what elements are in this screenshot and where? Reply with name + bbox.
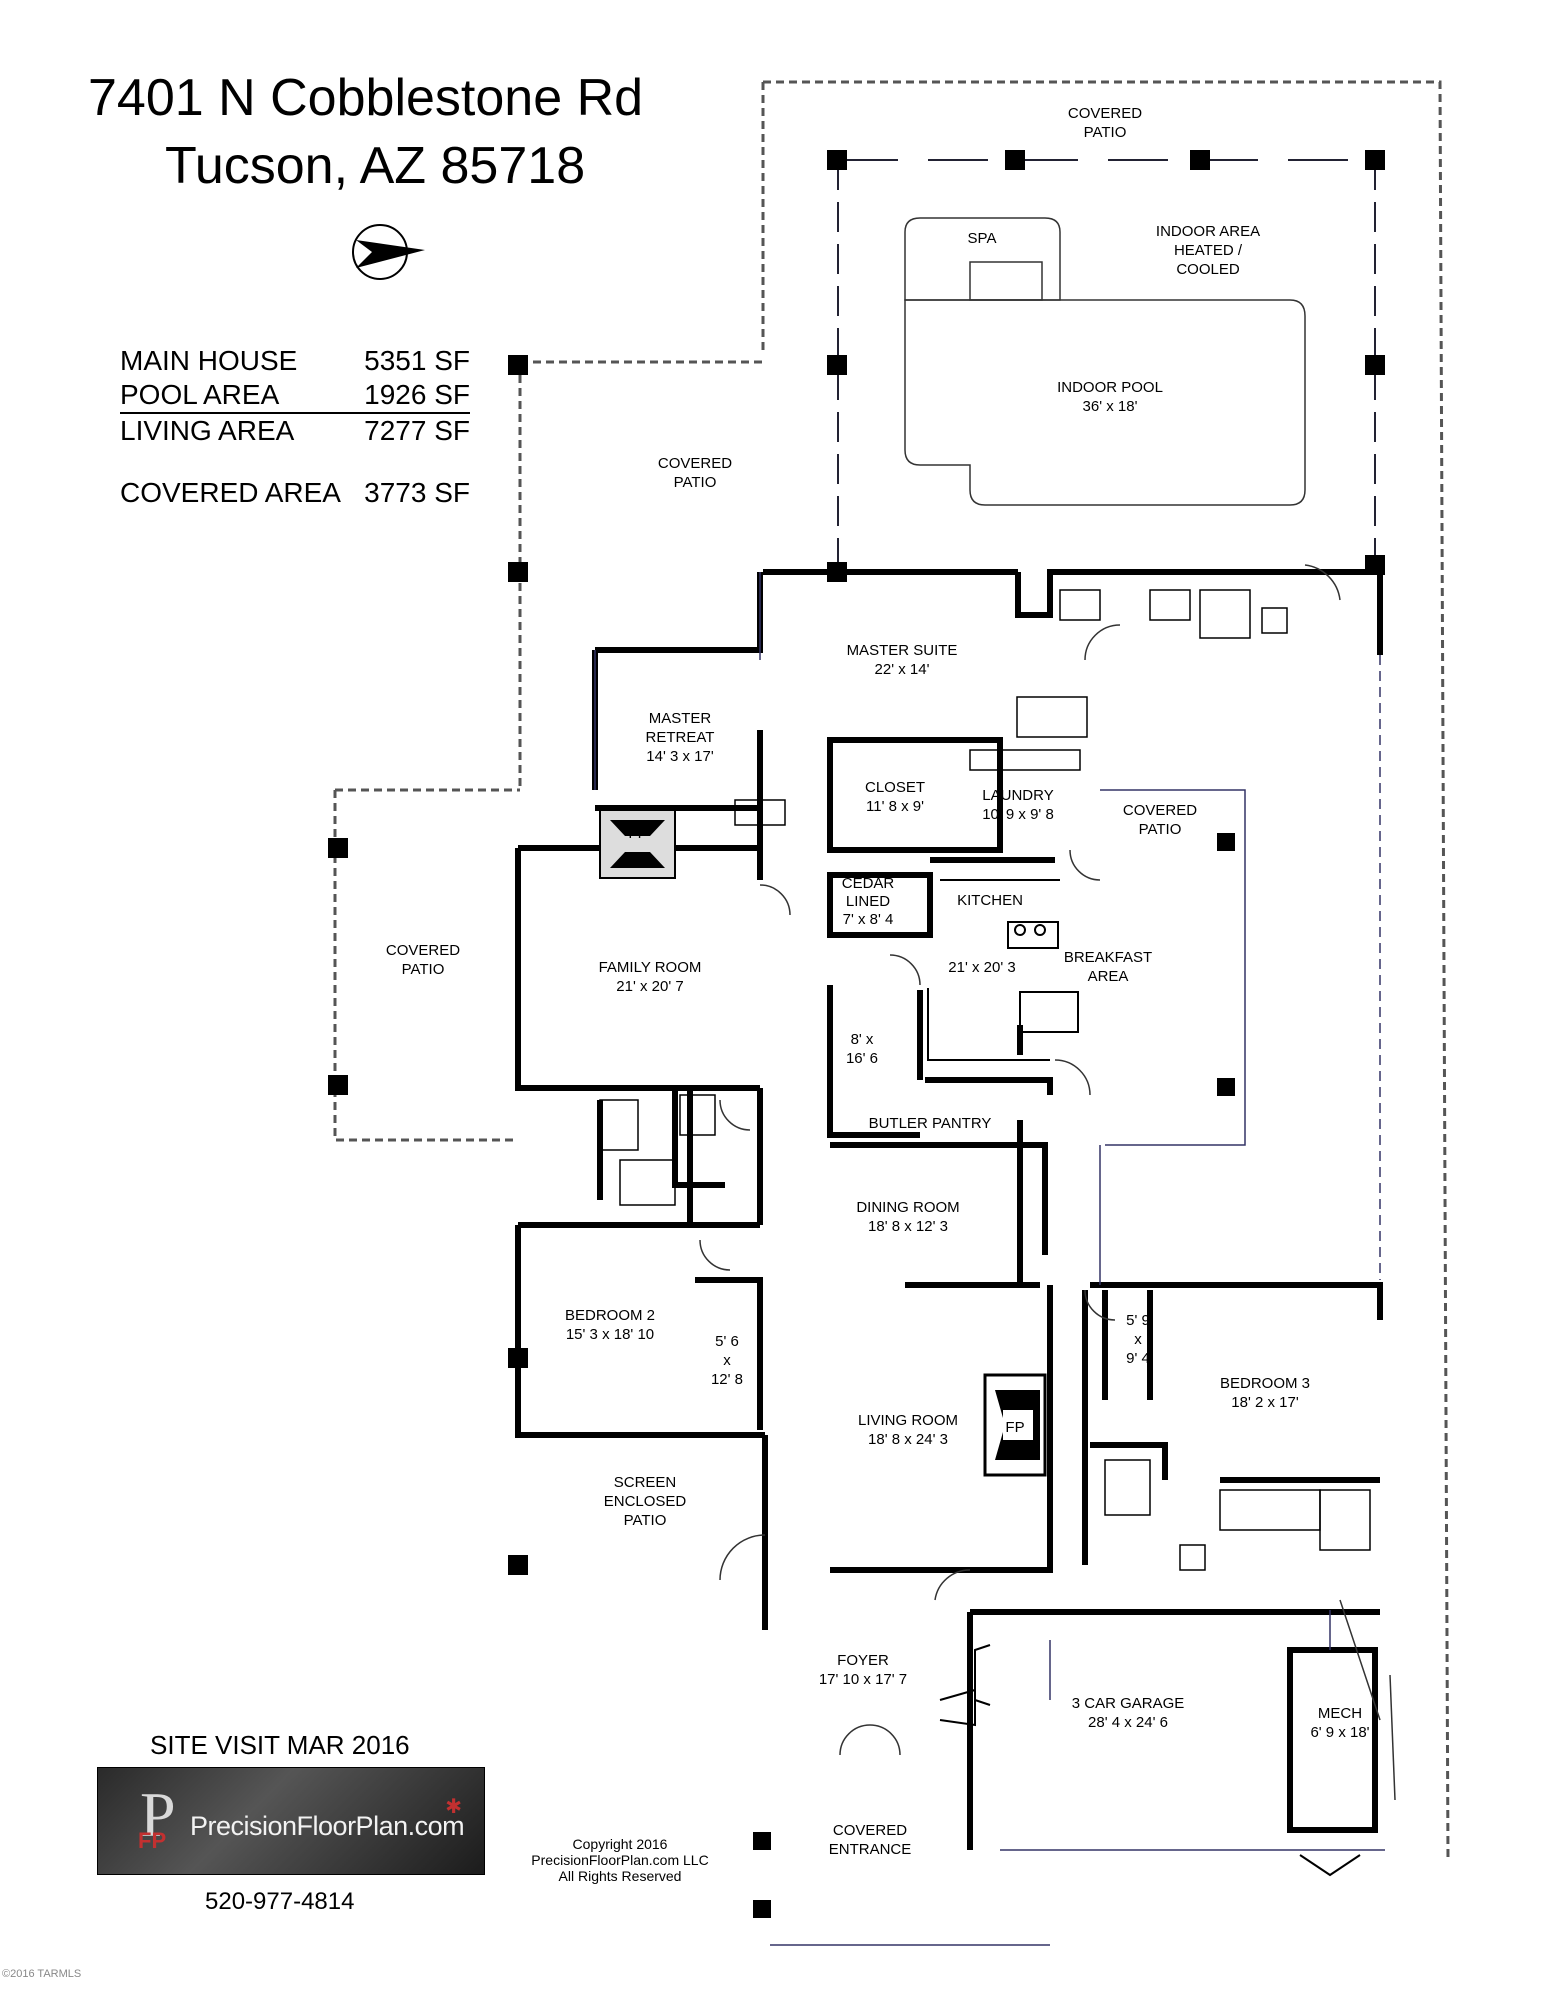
address-line-1: 7401 N Cobblestone Rd xyxy=(88,69,644,127)
interior-walls xyxy=(595,730,1380,1833)
fireplace-icons xyxy=(599,809,1047,1477)
north-arrow-icon xyxy=(352,224,425,280)
logo-star-icon: ✱ xyxy=(445,1796,462,1818)
phone-number: 520-977-4814 xyxy=(205,1888,355,1915)
bath-fixtures xyxy=(599,589,1371,1571)
logo-initial: P xyxy=(140,1779,176,1850)
logo-text: PrecisionFloorPlan.com xyxy=(190,1811,465,1841)
label-butler-pantry: BUTLER PANTRY xyxy=(869,1115,992,1132)
spa-step xyxy=(969,261,1043,301)
pool-enclosure xyxy=(333,80,1450,1861)
spa-outline xyxy=(904,217,1061,301)
indoor-pool-outline xyxy=(904,299,1306,506)
mls-watermark: ©2016 TARMLS xyxy=(2,1968,82,1980)
window-and-patio-lines xyxy=(594,572,1385,1946)
label-fireplace-living: FP xyxy=(1005,1419,1024,1436)
precision-floor-plan-logo: P FP PrecisionFloorPlan.com ✱ xyxy=(97,1767,485,1875)
kitchen-fixtures xyxy=(927,879,1079,1061)
site-visit-date: SITE VISIT MAR 2016 xyxy=(150,1730,410,1760)
garage-door xyxy=(939,1644,1361,1877)
logo-mark: FP xyxy=(138,1828,167,1853)
door-swings xyxy=(699,564,1396,1801)
label-spa: SPA xyxy=(968,230,997,247)
address-line-2: Tucson, AZ 85718 xyxy=(165,137,586,195)
label-fireplace-family: FP xyxy=(628,825,647,842)
copyright-notice: Copyright 2016 PrecisionFloorPlan.com LL… xyxy=(531,1836,709,1884)
label-fireplace-family-2: FP xyxy=(628,855,647,872)
